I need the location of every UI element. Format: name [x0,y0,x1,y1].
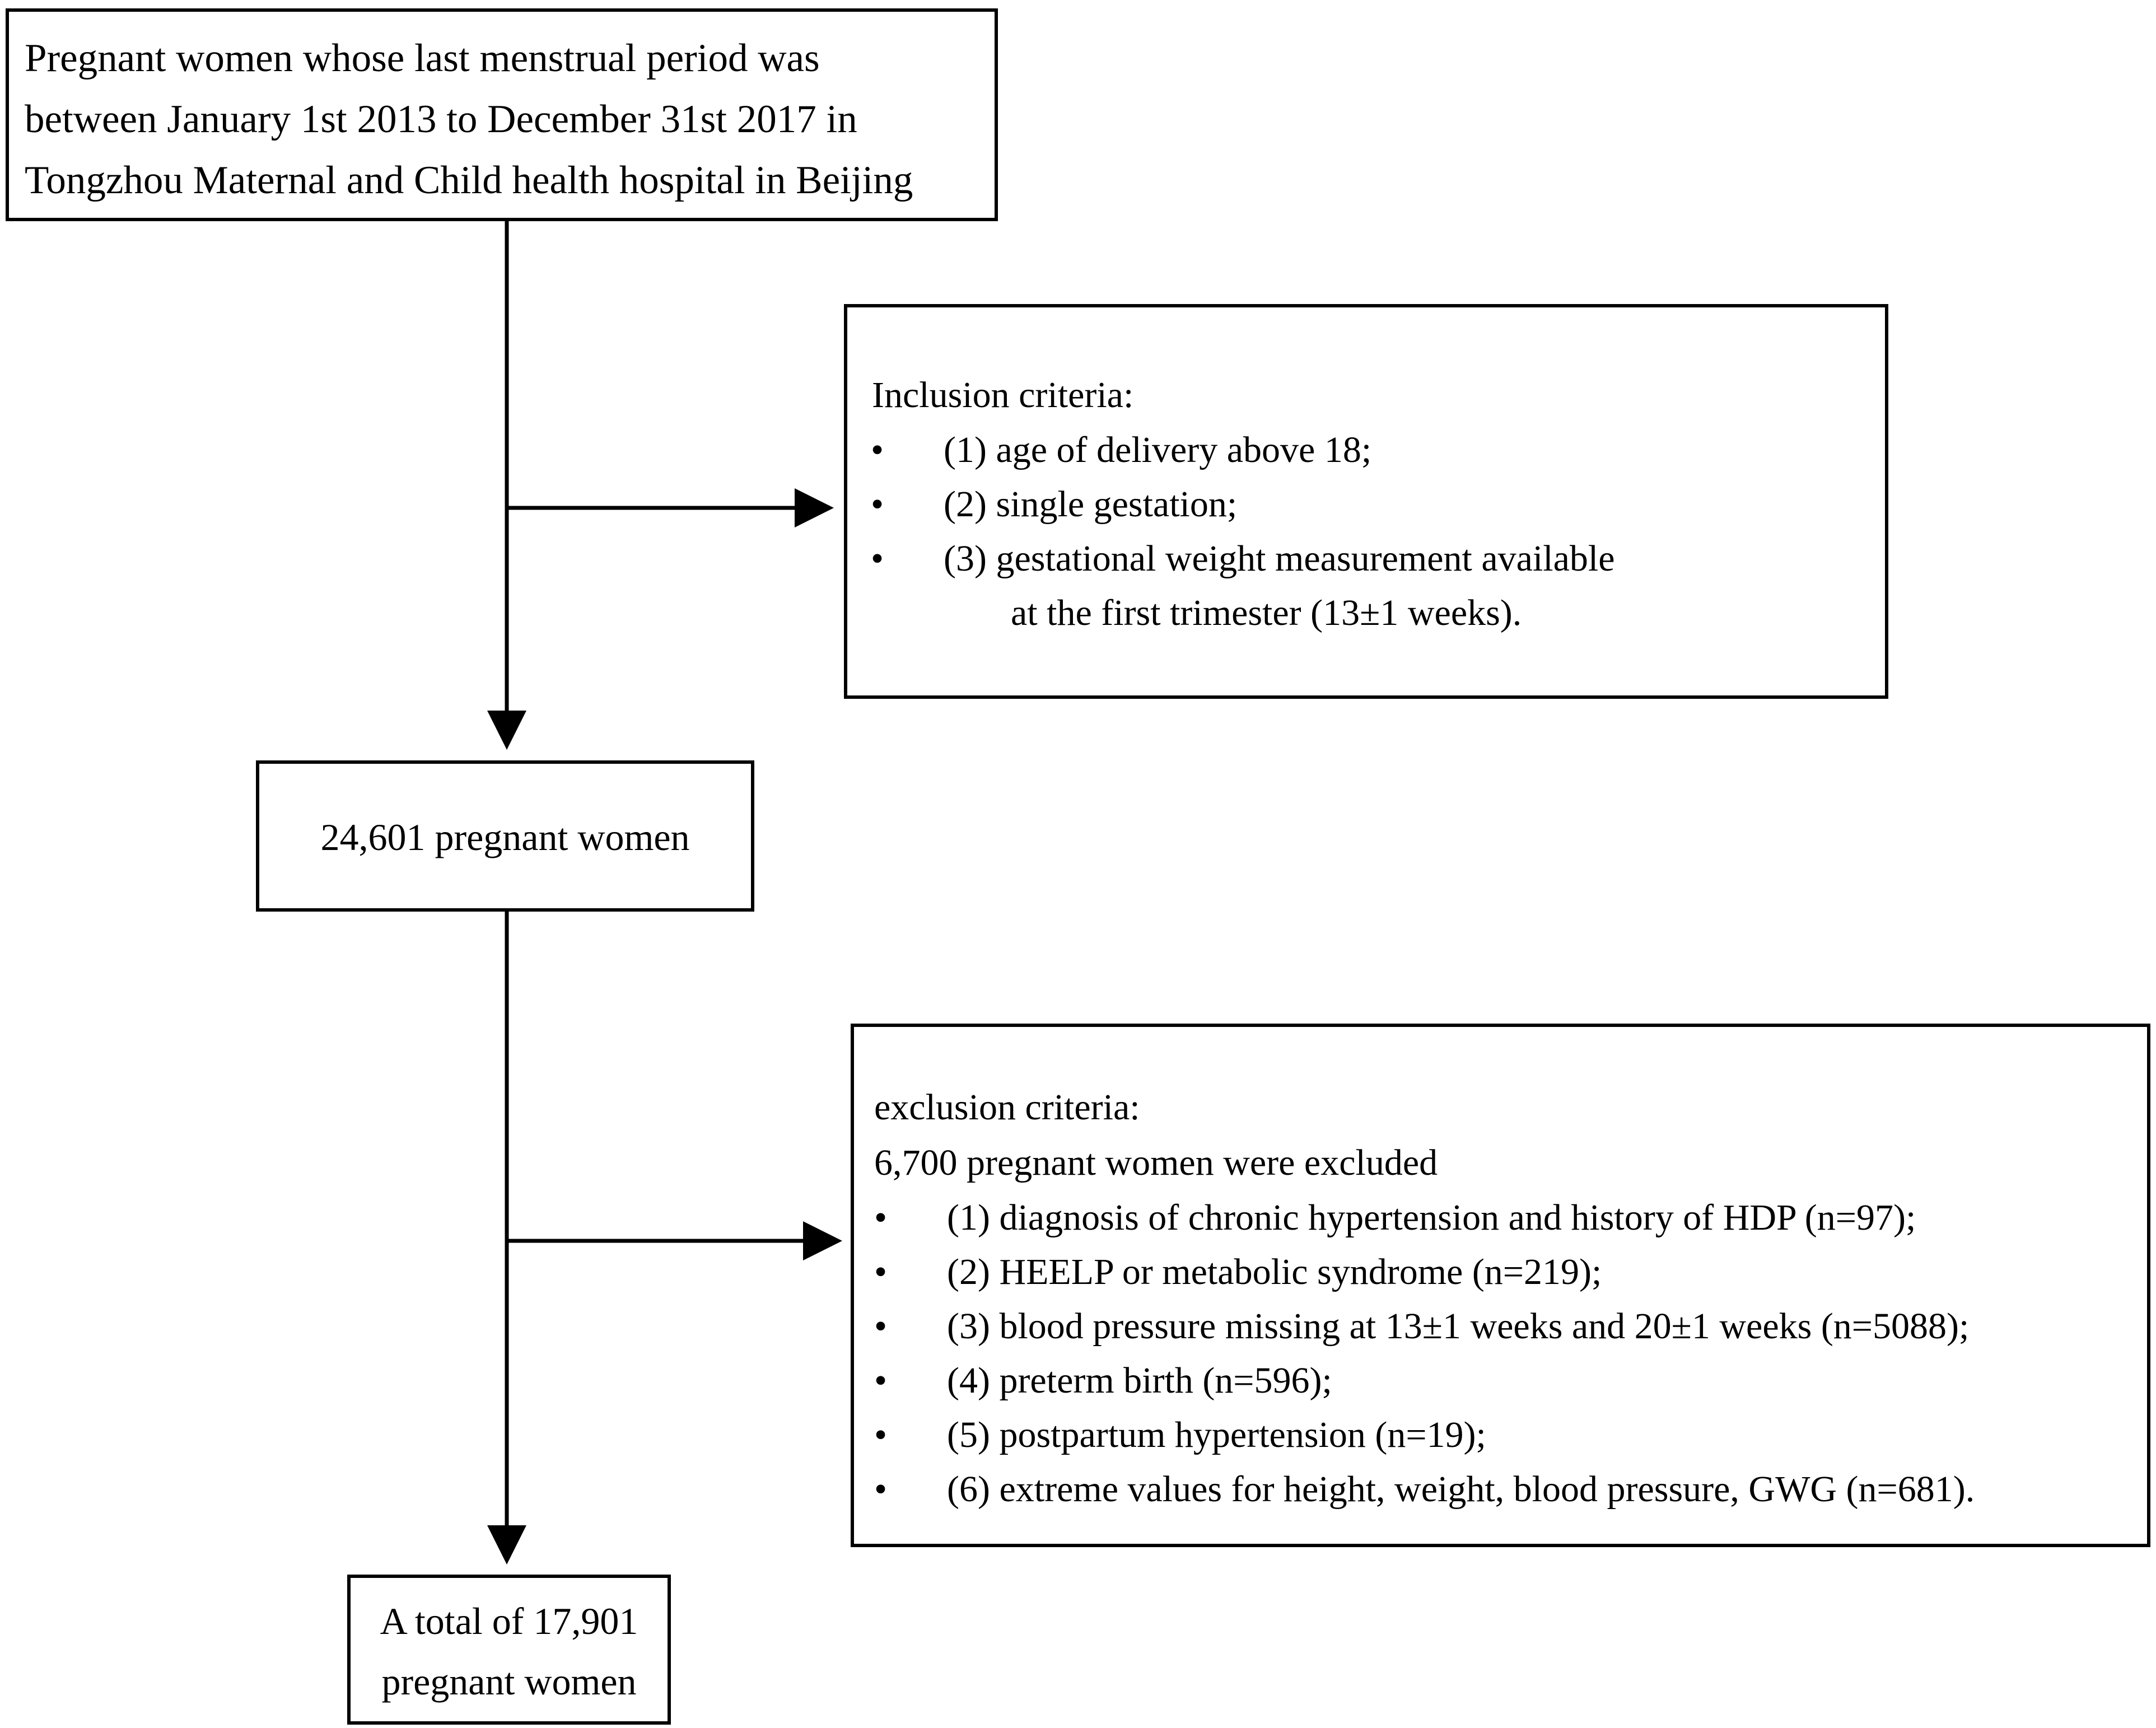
exclusion-item-text: (4) preterm birth (n=596); [947,1360,1332,1401]
bullet-dot: • [871,429,884,470]
exclusion-item: • (3) blood pressure missing at 13±1 wee… [874,1299,1975,1353]
inclusion-item: • (1) age of delivery above 18; [871,423,1615,477]
bullet-dot: • [874,1251,888,1292]
exclusion-list: • (1) diagnosis of chronic hypertension … [874,1190,1975,1516]
final-cohort-box: A total of 17,901 pregnant women [347,1575,671,1725]
exclusion-item: • (1) diagnosis of chronic hypertension … [874,1190,1975,1245]
exclusion-item-text: (5) postpartum hypertension (n=19); [947,1414,1486,1455]
bullet-dot: • [874,1306,888,1347]
final-line-2: pregnant women [381,1660,637,1703]
source-line-2: between January 1st 2013 to December 31s… [25,97,857,141]
eligible-count-box: 24,601 pregnant women [256,760,754,912]
source-line-1: Pregnant women whose last menstrual peri… [25,36,820,80]
final-line-1: A total of 17,901 [380,1600,638,1642]
exclusion-item-text: (3) blood pressure missing at 13±1 weeks… [947,1306,1970,1347]
bullet-dot: • [874,1360,888,1401]
bullet-dot: • [874,1414,888,1455]
exclusion-item: • (4) preterm birth (n=596); [874,1353,1975,1408]
exclusion-item-text: (1) diagnosis of chronic hypertension an… [947,1197,1916,1238]
inclusion-item-text: (3) gestational weight measurement avail… [944,538,1615,579]
source-line-3: Tongzhou Maternal and Child health hospi… [25,158,913,202]
inclusion-continuation-text: at the first trimester (13±1 weeks). [1011,592,1522,633]
inclusion-item: • (2) single gestation; [871,477,1615,531]
inclusion-list: • (1) age of delivery above 18; • (2) si… [871,423,1615,640]
inclusion-criteria-box: Inclusion criteria: • (1) age of deliver… [844,304,1888,699]
inclusion-item-continuation: at the first trimester (13±1 weeks). [871,586,1615,640]
eligible-count-text: 24,601 pregnant women [320,816,690,858]
inclusion-item-text: (2) single gestation; [944,484,1238,525]
exclusion-criteria-box: exclusion criteria: 6,700 pregnant women… [851,1024,2150,1547]
exclusion-item: • (6) extreme values for height, weight,… [874,1462,1975,1516]
bullet-dot: • [874,1469,888,1510]
exclusion-title: exclusion criteria: [874,1087,1140,1128]
exclusion-subtitle: 6,700 pregnant women were excluded [874,1142,1438,1183]
source-population-box: Pregnant women whose last menstrual peri… [6,8,998,221]
exclusion-item: • (5) postpartum hypertension (n=19); [874,1408,1975,1462]
inclusion-title: Inclusion criteria: [872,375,1134,415]
bullet-dot: • [871,484,884,525]
exclusion-item-text: (6) extreme values for height, weight, b… [947,1469,1975,1510]
bullet-dot: • [874,1197,888,1238]
exclusion-item: • (2) HEELP or metabolic syndrome (n=219… [874,1245,1975,1299]
inclusion-item-text: (1) age of delivery above 18; [944,429,1372,470]
exclusion-item-text: (2) HEELP or metabolic syndrome (n=219); [947,1251,1602,1292]
inclusion-item: • (3) gestational weight measurement ava… [871,531,1615,586]
bullet-dot: • [871,538,884,579]
